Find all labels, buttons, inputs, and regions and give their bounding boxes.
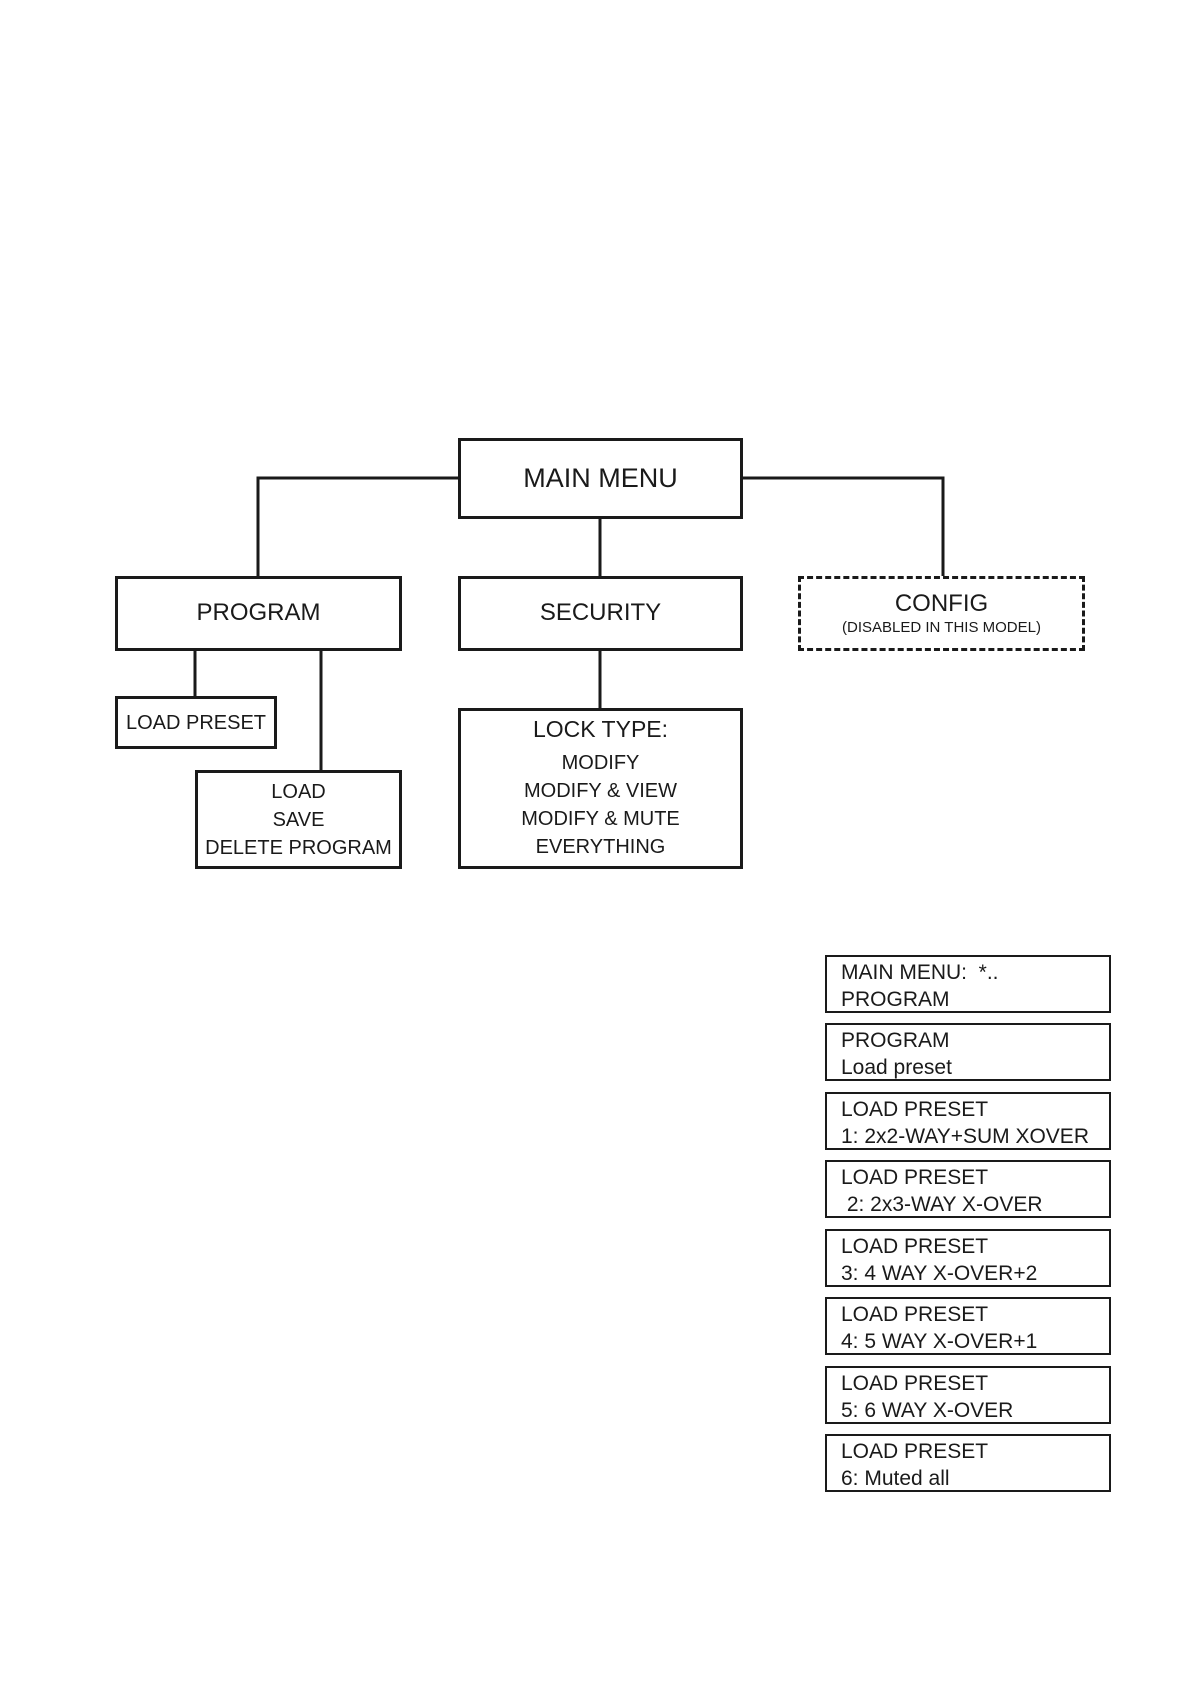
lcd-line-2: PROGRAM <box>841 988 950 1011</box>
action-delete-program: DELETE PROGRAM <box>205 836 392 859</box>
lcd-screen: LOAD PRESET 6: Muted all <box>825 1434 1111 1492</box>
lcd-screen: LOAD PRESET 3: 4 WAY X-OVER+2 <box>825 1229 1111 1287</box>
lock-option-modify: MODIFY <box>561 752 640 775</box>
security-label: SECURITY <box>539 599 662 627</box>
connector-main-to-program <box>256 476 458 576</box>
config-box: CONFIG (DISABLED IN THIS MODEL) <box>798 576 1085 651</box>
connector-main-to-config <box>743 476 945 576</box>
security-box: SECURITY <box>458 576 743 651</box>
lcd-line-2: Load preset <box>841 1056 952 1079</box>
lcd-line-1: LOAD PRESET <box>841 1235 989 1258</box>
lcd-line-1: LOAD PRESET <box>841 1166 989 1189</box>
lock-type-title: LOCK TYPE: <box>532 715 669 742</box>
lcd-line-2: 2: 2x3-WAY X-OVER <box>841 1193 1043 1216</box>
lock-option-modify-mute: MODIFY & MUTE <box>521 808 680 831</box>
load-preset-box: LOAD PRESET <box>115 696 277 749</box>
config-label: CONFIG <box>894 590 989 618</box>
lcd-line-2: 6: Muted all <box>841 1467 950 1490</box>
action-save: SAVE <box>272 808 325 831</box>
lock-option-everything: EVERYTHING <box>535 836 666 859</box>
config-note: (DISABLED IN THIS MODEL) <box>842 618 1041 636</box>
program-box: PROGRAM <box>115 576 402 651</box>
lcd-line-1: LOAD PRESET <box>841 1098 989 1121</box>
lcd-screen: LOAD PRESET 1: 2x2-WAY+SUM XOVER <box>825 1092 1111 1150</box>
lcd-line-1: MAIN MENU: *.. <box>841 961 999 984</box>
action-load: LOAD <box>271 780 326 803</box>
lcd-line-2: 1: 2x2-WAY+SUM XOVER <box>841 1125 1089 1148</box>
lcd-screen: MAIN MENU: *.. PROGRAM <box>825 955 1111 1013</box>
lcd-line-2: 3: 4 WAY X-OVER+2 <box>841 1262 1038 1285</box>
program-actions-box: LOAD SAVE DELETE PROGRAM <box>195 770 402 869</box>
main-menu-label: MAIN MENU <box>523 463 678 494</box>
lock-option-modify-view: MODIFY & VIEW <box>524 780 677 803</box>
lcd-screen: PROGRAM Load preset <box>825 1023 1111 1081</box>
lcd-screen: LOAD PRESET 4: 5 WAY X-OVER+1 <box>825 1297 1111 1355</box>
lcd-line-2: 5: 6 WAY X-OVER <box>841 1399 1014 1422</box>
lcd-line-1: LOAD PRESET <box>841 1372 989 1395</box>
lcd-line-1: LOAD PRESET <box>841 1440 989 1463</box>
lcd-line-2: 4: 5 WAY X-OVER+1 <box>841 1330 1038 1353</box>
lcd-line-1: PROGRAM <box>841 1029 950 1052</box>
program-label: PROGRAM <box>196 599 321 627</box>
lcd-screen: LOAD PRESET 5: 6 WAY X-OVER <box>825 1366 1111 1424</box>
main-menu-box: MAIN MENU <box>458 438 743 519</box>
load-preset-label: LOAD PRESET <box>125 711 267 734</box>
lock-type-box: LOCK TYPE: MODIFY MODIFY & VIEW MODIFY &… <box>458 708 743 869</box>
lcd-line-1: LOAD PRESET <box>841 1303 989 1326</box>
lcd-screen: LOAD PRESET 2: 2x3-WAY X-OVER <box>825 1160 1111 1218</box>
